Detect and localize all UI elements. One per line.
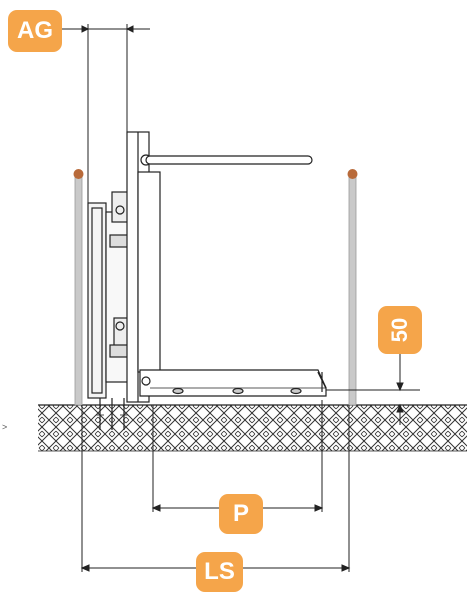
gate-mechanism (87, 131, 327, 430)
height-50-text: 50 (386, 317, 412, 343)
ag-dimension-label: AG (8, 10, 62, 52)
svg-text:>: > (2, 422, 7, 432)
ground: > (2, 404, 467, 452)
left-post (73, 169, 84, 406)
right-post (347, 169, 358, 406)
p-dimension-label: P (219, 494, 263, 534)
ls-dimension-label: LS (196, 552, 243, 592)
height-50-dimension-label: 50 (378, 306, 422, 354)
